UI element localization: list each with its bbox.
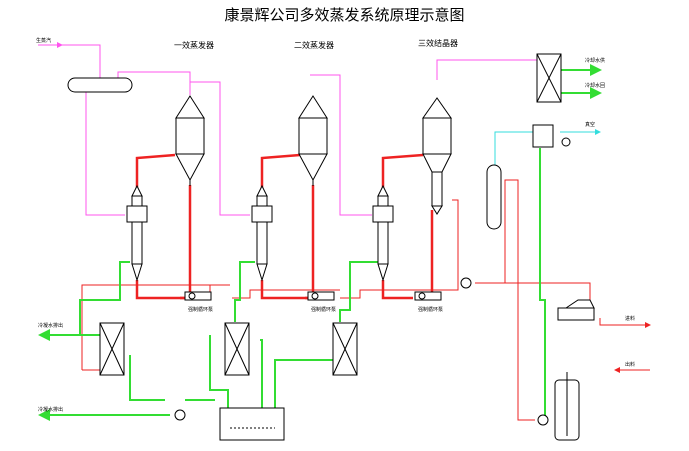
plate-exchanger-1 xyxy=(99,322,125,376)
cooling-water-lines xyxy=(494,129,601,165)
centrifuge xyxy=(557,299,595,321)
heater-2 xyxy=(251,184,273,282)
heater-3 xyxy=(372,184,394,282)
evaporator-1 xyxy=(175,95,205,186)
plate-exchanger-2 xyxy=(224,322,250,376)
feed-pump xyxy=(460,277,472,289)
label-pump3: 强制循环泵 xyxy=(418,306,443,313)
preheater-column xyxy=(486,164,502,230)
label-pump1: 强制循环泵 xyxy=(188,306,213,313)
label-steam-in: 生蒸汽 xyxy=(36,37,51,44)
steam-drum xyxy=(67,77,133,93)
label-pump2: 强制循环泵 xyxy=(311,306,336,313)
labels: 生蒸汽 一效蒸发器 二效蒸发器 三效结晶器 强制循环泵 强制循环泵 强制循环泵 … xyxy=(36,37,635,413)
condensate-tank xyxy=(219,407,285,441)
label-discharge: 出料 xyxy=(625,361,635,368)
equipment xyxy=(67,53,595,441)
label-cond-out1: 冷凝水排出 xyxy=(38,322,63,329)
steam-lines xyxy=(38,42,545,216)
condensate-pump xyxy=(174,409,186,421)
label-effect1: 一效蒸发器 xyxy=(174,40,214,50)
mother-liquor-pump xyxy=(537,414,549,426)
label-cw-supply: 冷却水供 xyxy=(585,57,605,64)
label-feed-in: 进料 xyxy=(625,315,635,322)
vacuum-pump xyxy=(561,137,571,147)
label-effect2: 二效蒸发器 xyxy=(294,40,334,50)
mother-liquor-tank xyxy=(554,372,580,441)
circ-pump-2 xyxy=(307,291,335,301)
evaporator-2 xyxy=(298,95,328,186)
label-effect3: 三效结晶器 xyxy=(418,38,458,48)
diagram-title: 康景辉公司多效蒸发系统原理示意图 xyxy=(224,6,465,24)
heater-1 xyxy=(126,184,148,282)
label-cond-out2: 冷凝水排出 xyxy=(38,406,63,413)
label-vacuum: 真空 xyxy=(585,121,595,128)
crystallizer-3 xyxy=(422,97,452,215)
surface-condenser xyxy=(536,53,562,103)
circ-pump-1 xyxy=(184,291,212,301)
label-cw-return: 冷却水回 xyxy=(585,82,605,89)
circ-pump-3 xyxy=(414,291,442,301)
vacuum-separator xyxy=(532,124,554,148)
plate-exchanger-3 xyxy=(332,322,358,376)
